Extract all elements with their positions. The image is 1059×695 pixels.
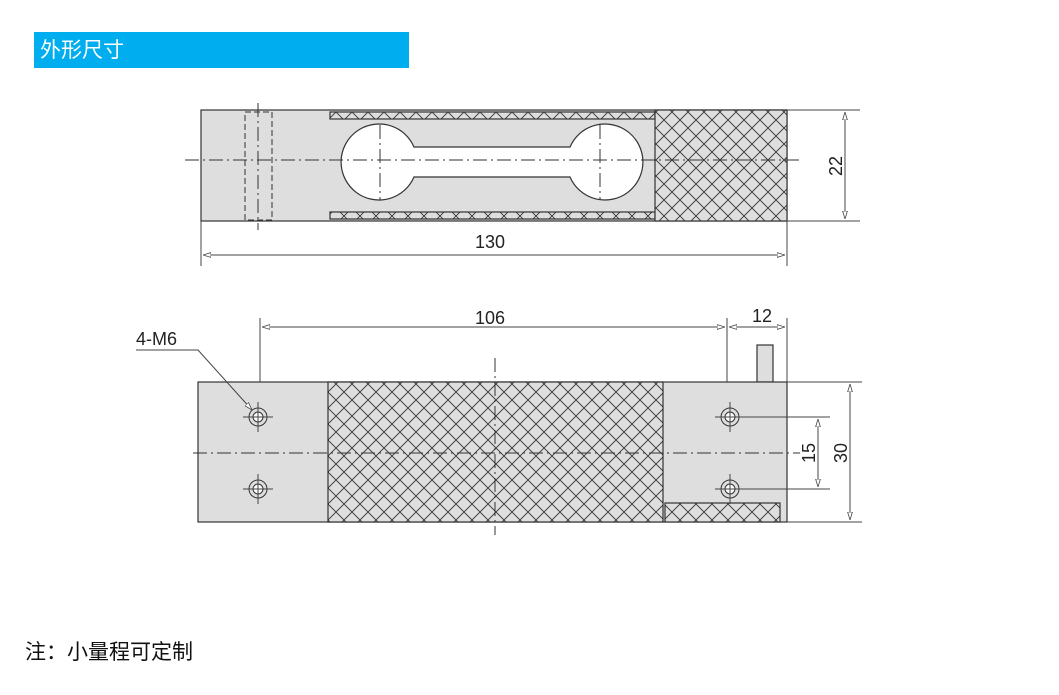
- bottom-strip-hatch: [329, 211, 656, 220]
- dim-12: 12: [752, 306, 772, 326]
- top-end-hatch: [654, 109, 788, 222]
- note-text: 注：小量程可定制: [25, 640, 193, 664]
- dim-15: 15: [799, 443, 819, 463]
- top-strip-hatch: [329, 111, 656, 120]
- top-view: 22 130: [185, 103, 860, 266]
- dim-106: 106: [475, 308, 505, 328]
- middle-hatch: [327, 381, 664, 523]
- corner-hatch: [664, 502, 781, 523]
- cable-connector: [756, 344, 774, 383]
- bottom-view: 106 12 30 15 4-M6: [136, 306, 862, 535]
- dim-22: 22: [826, 156, 846, 176]
- label-4-m6: 4-M6: [136, 329, 177, 349]
- dim-130: 130: [475, 232, 505, 252]
- section-header: 外形尺寸: [34, 32, 409, 68]
- dumbbell-cutout: [340, 123, 644, 201]
- dim-30: 30: [831, 443, 851, 463]
- mounting-holes: [243, 402, 745, 504]
